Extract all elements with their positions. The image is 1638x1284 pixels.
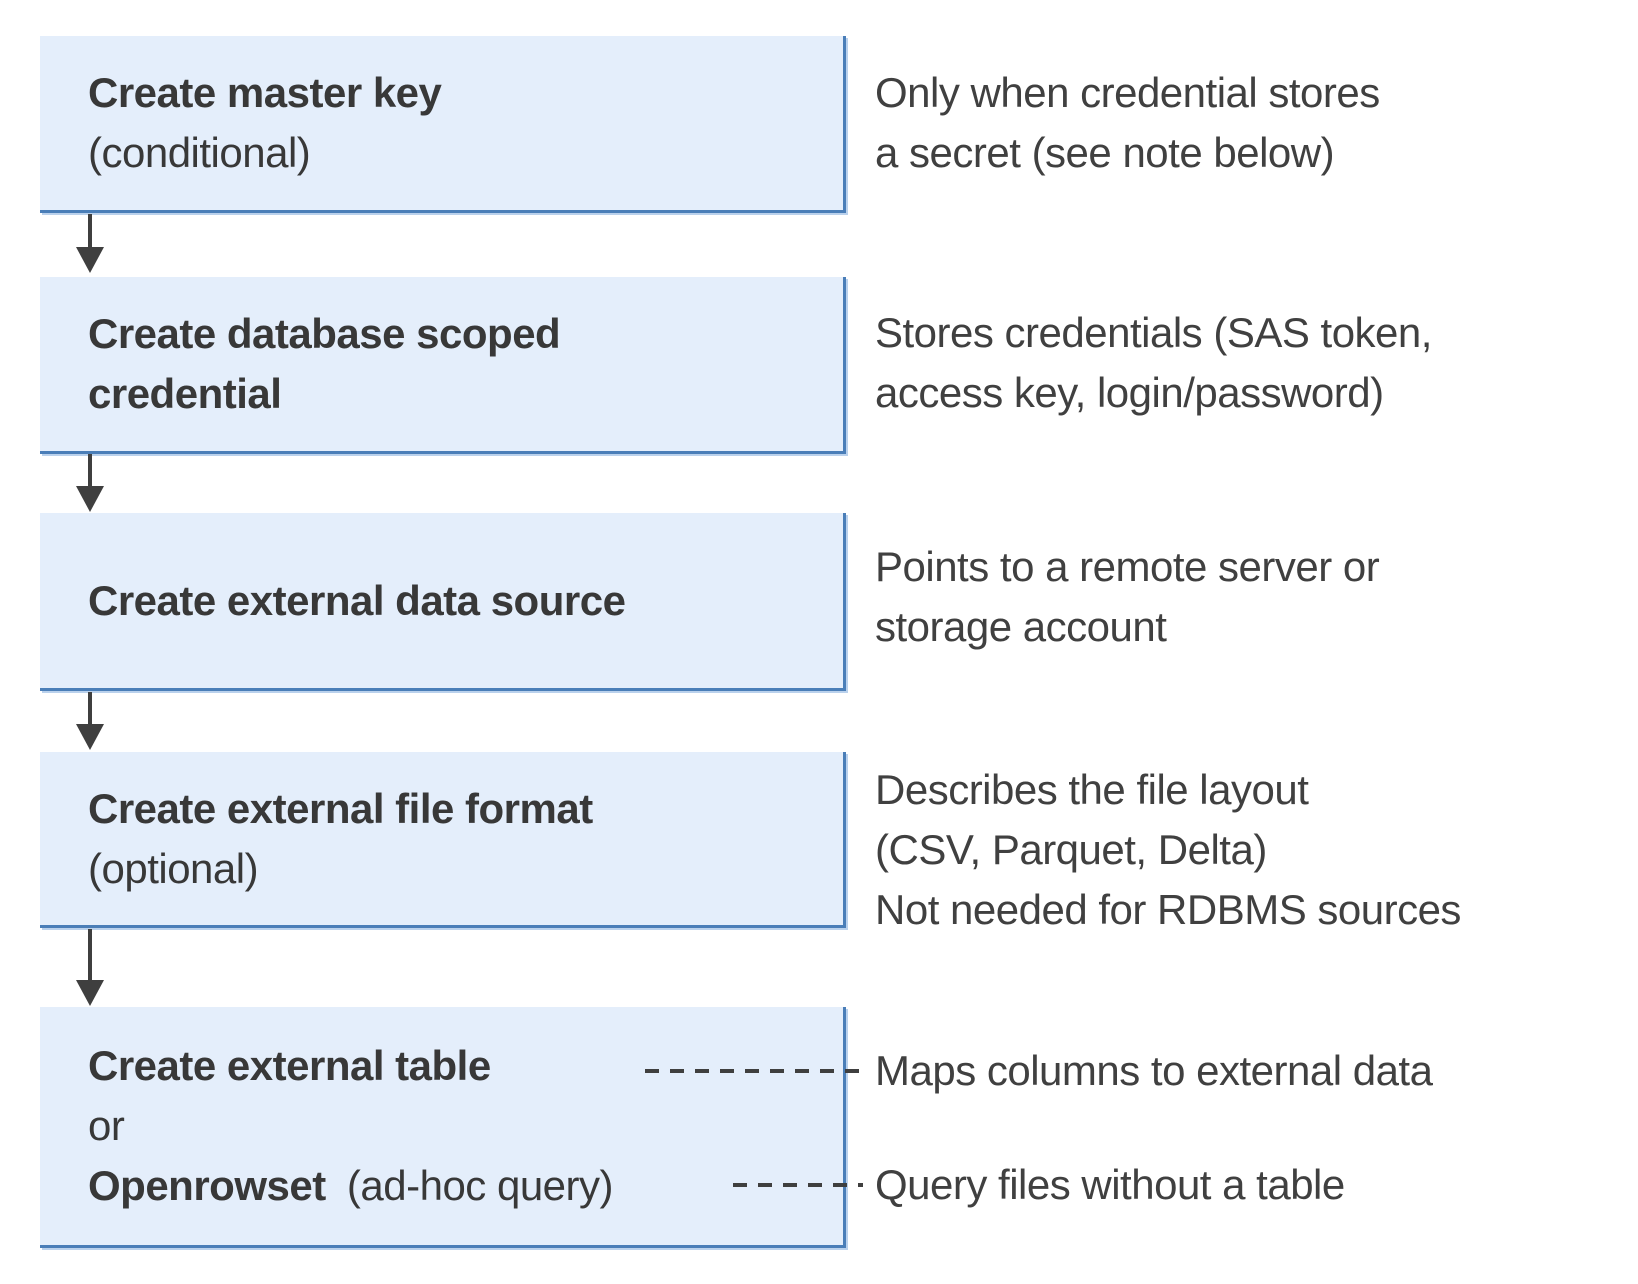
note-external-table: Maps columns to external data [875, 1047, 1433, 1094]
dashed-connector-openrowset [733, 1183, 863, 1187]
arrow-shaft [88, 454, 92, 488]
note-external-data-source: Points to a remote server or storage acc… [875, 543, 1380, 650]
arrow-head-icon [76, 980, 104, 1006]
box-subtitle: (conditional) [88, 129, 311, 176]
box-title: Create master key [88, 69, 442, 116]
box-title-line-3-regular: (ad-hoc query) [346, 1162, 614, 1209]
box-title-line-1: Create external table [88, 1042, 491, 1089]
flow-box-create-external-table-or-openrowset: Create external table or Openrowset (ad-… [40, 1007, 846, 1248]
arrow-shaft [88, 929, 92, 982]
flow-box-create-external-file-format: Create external file format (optional) [40, 752, 846, 928]
box-title-line-3-bold: Openrowset [88, 1162, 326, 1209]
arrow-shaft [88, 214, 92, 249]
box-title: Create database scoped credential [88, 310, 561, 417]
note-openrowset: Query files without a table [875, 1161, 1345, 1208]
box-subtitle: (optional) [88, 844, 259, 892]
down-arrow-4 [76, 929, 104, 1006]
arrow-head-icon [76, 724, 104, 750]
down-arrow-2 [76, 454, 104, 512]
box-title: Create external data source [88, 576, 626, 624]
box-title-line-3: Openrowset (ad-hoc query) [88, 1156, 823, 1216]
down-arrow-1 [76, 214, 104, 273]
dashed-connector-external-table [645, 1069, 863, 1073]
flow-box-create-database-scoped-credential: Create database scoped credential [40, 277, 846, 454]
box-title-line-2: or [88, 1102, 125, 1149]
arrow-shaft [88, 692, 92, 726]
note-scoped-credential: Stores credentials (SAS token, access ke… [875, 309, 1432, 416]
flow-box-create-master-key: Create master key (conditional) [40, 36, 846, 213]
note-master-key: Only when credential stores a secret (se… [875, 69, 1380, 176]
flow-box-create-external-data-source: Create external data source [40, 513, 846, 691]
arrow-head-icon [76, 247, 104, 273]
down-arrow-3 [76, 692, 104, 750]
note-external-file-format: Describes the file layout (CSV, Parquet,… [875, 766, 1461, 933]
box-title: Create external file format [88, 784, 593, 832]
arrow-head-icon [76, 486, 104, 512]
